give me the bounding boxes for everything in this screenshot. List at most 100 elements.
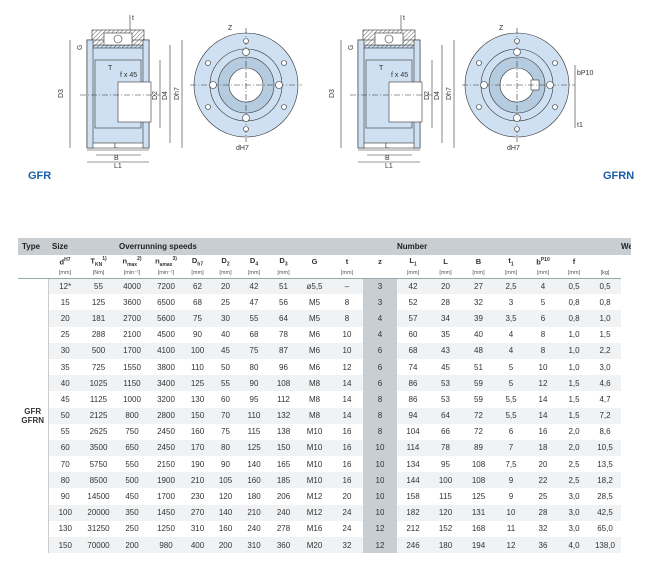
cell-z: 8 (363, 423, 397, 440)
cell-G: ø5,5 (298, 278, 331, 295)
col-unit-D: [mm] (183, 268, 212, 279)
cell-w: 42,5 (589, 504, 621, 521)
cell-d: 130 (48, 520, 82, 537)
cell-f: 3,0 (559, 520, 589, 537)
col-symbol-D3: D3 (269, 255, 298, 268)
cell-T: 3500 (82, 439, 115, 457)
col-symbol-G: G (298, 255, 331, 268)
cell-t: 12 (331, 358, 363, 376)
cell-D3: 206 (269, 488, 298, 505)
cell-D3: 150 (269, 439, 298, 457)
cell-nmax: 4000 (115, 278, 149, 295)
col-symbol-D2: D2 (212, 255, 239, 268)
technical-drawings: D3 D2 D4 Dh7 G t T f x 45 L B L1 Z dH7 (58, 15, 593, 170)
cell-b: 14 (527, 391, 559, 408)
cell-D2: 60 (212, 391, 239, 408)
cell-B: 59 (462, 375, 495, 392)
cell-D3: 56 (269, 294, 298, 311)
cell-w: 65,0 (589, 520, 621, 537)
cell-namax: 1450 (149, 504, 183, 521)
gfr-dim-d2: D2 (152, 91, 159, 100)
cell-b: 4 (527, 278, 559, 295)
cell-nmax: 450 (115, 488, 149, 505)
cell-d: 60 (48, 439, 82, 457)
gfr-dim-t: t (132, 15, 134, 22)
gfr-dim-d4: D4 (162, 91, 169, 100)
cell-namax: 5600 (149, 310, 183, 327)
cell-namax: 2450 (149, 423, 183, 440)
cell-d: 150 (48, 537, 82, 554)
cell-z: 6 (363, 342, 397, 359)
cell-b: 10 (527, 358, 559, 376)
col-symbol-L1: L1 (397, 255, 429, 268)
cell-t: 24 (331, 520, 363, 537)
cell-G: M5 (298, 310, 331, 327)
cell-D3: 51 (269, 278, 298, 295)
cell-G: M12 (298, 488, 331, 505)
cell-T: 20000 (82, 504, 115, 521)
cell-T: 181 (82, 310, 115, 327)
cell-b: 5 (527, 294, 559, 311)
cell-D: 190 (183, 456, 212, 473)
cell-T: 31250 (82, 520, 115, 537)
col-symbol-b: bP10 (527, 255, 559, 268)
cell-w: 18,2 (589, 472, 621, 489)
cell-D: 400 (183, 537, 212, 554)
cell-B: 125 (462, 488, 495, 505)
cell-D: 170 (183, 439, 212, 457)
col-unit-t1: [mm] (495, 268, 527, 279)
gfrn-dim-b: bP10 (577, 70, 593, 77)
cell-t1: 3,5 (495, 310, 527, 327)
cell-nmax: 800 (115, 407, 149, 424)
cell-t1: 12 (495, 537, 527, 554)
cell-B: 108 (462, 472, 495, 489)
col-unit-D2: [mm] (212, 268, 239, 279)
cell-D4: 210 (239, 504, 269, 521)
cell-D4: 110 (239, 407, 269, 424)
cell-d: 15 (48, 294, 82, 311)
col-unit-L: [mm] (429, 268, 462, 279)
gfr-dim-l: L (114, 143, 118, 150)
cell-z: 10 (363, 472, 397, 489)
cell-f: 0,5 (559, 278, 589, 295)
cell-B: 40 (462, 326, 495, 343)
col-unit-t: [mm] (331, 268, 363, 279)
cell-d: 80 (48, 472, 82, 489)
col-symbol-D4: D4 (239, 255, 269, 268)
cell-D2: 75 (212, 423, 239, 440)
cell-B: 48 (462, 342, 495, 359)
cell-t: 10 (331, 326, 363, 343)
col-symbol-D: Dh7 (183, 255, 212, 268)
gfr-dim-b: B (114, 155, 119, 162)
cell-f: 0,8 (559, 310, 589, 327)
cell-D4: 68 (239, 326, 269, 343)
cell-L: 152 (429, 520, 462, 537)
cell-f: 2,0 (559, 423, 589, 440)
cell-t1: 5,5 (495, 391, 527, 408)
cell-D2: 105 (212, 472, 239, 489)
cell-f: 1,0 (559, 358, 589, 376)
cell-D: 150 (183, 407, 212, 424)
cell-D4: 160 (239, 472, 269, 489)
gfr-dim-l1: L1 (114, 163, 122, 170)
cell-nmax: 550 (115, 456, 149, 473)
cell-T: 500 (82, 342, 115, 359)
cell-namax: 980 (149, 537, 183, 554)
header-type: Type (18, 238, 48, 255)
cell-t1: 9 (495, 472, 527, 489)
cell-d: 20 (48, 310, 82, 327)
cell-f: 2,0 (559, 439, 589, 457)
gfrn-front-labels: Z dH7 bP10 t1 (499, 25, 593, 152)
cell-t: 8 (331, 310, 363, 327)
cell-D4: 75 (239, 342, 269, 359)
cell-B: 72 (462, 407, 495, 424)
gfr-dim-d3: D3 (58, 89, 65, 98)
cell-D2: 90 (212, 456, 239, 473)
cell-D2: 50 (212, 358, 239, 376)
cell-t1: 9 (495, 488, 527, 505)
gfrn-dim-d: dH7 (507, 145, 520, 152)
col-unit-f: [mm] (559, 268, 589, 279)
